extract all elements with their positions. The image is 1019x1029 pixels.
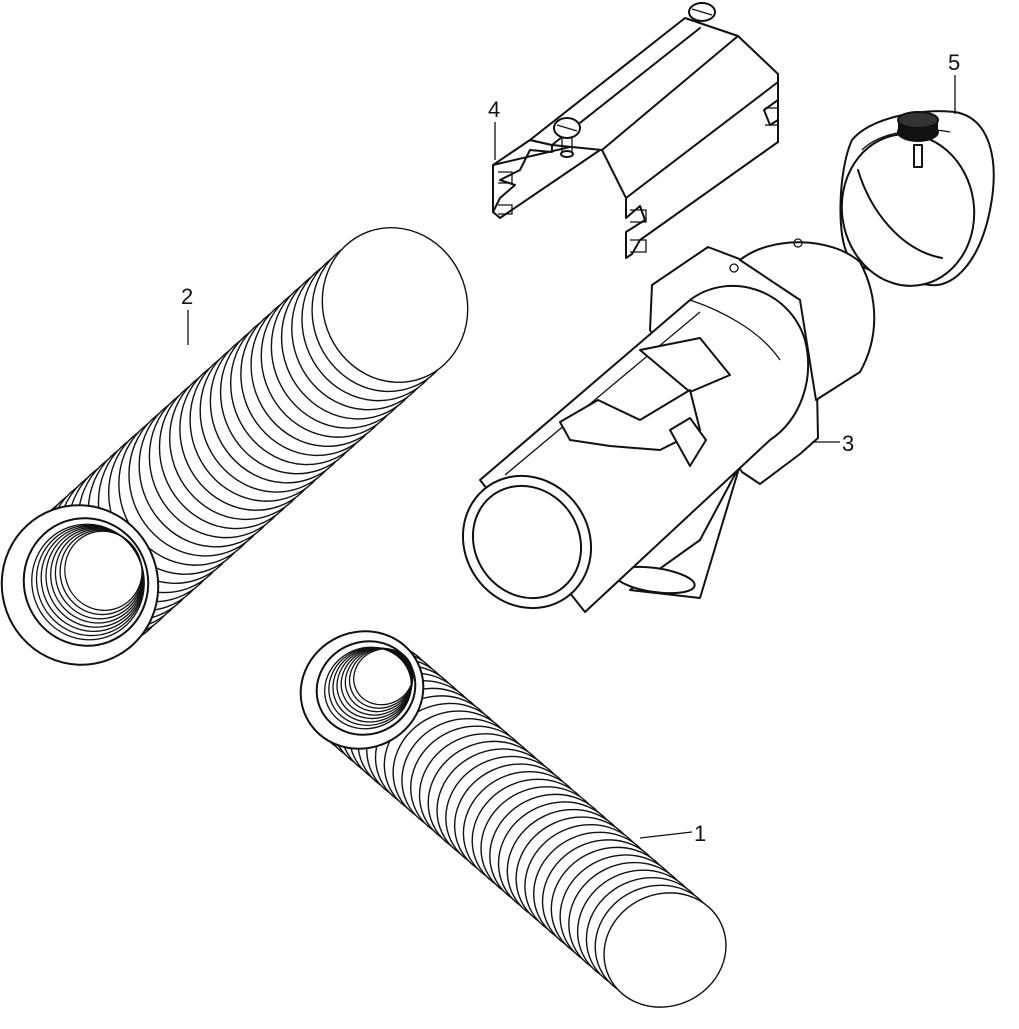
callout-label-3: 3 (842, 431, 854, 456)
hose-inner-rib (324, 646, 412, 730)
hose-inner-rib (353, 648, 414, 706)
hose-inner-rib (64, 530, 143, 612)
callout-3: 3 (812, 431, 854, 456)
callout-label-2: 2 (181, 284, 193, 309)
hose-rib (603, 892, 727, 1008)
callout-5: 5 (948, 50, 960, 114)
hose-inner-rib (332, 647, 413, 723)
part-1-small-flexible-hose (313, 642, 727, 1008)
callout-label-5: 5 (948, 50, 960, 75)
part-4-mounting-bracket (492, 2, 779, 259)
callout-label-4: 4 (488, 97, 500, 122)
callout-1: 1 (639, 821, 706, 846)
hose-inner-rib (348, 648, 414, 709)
callout-label-1: 1 (694, 821, 706, 846)
hose-inner-rib (336, 647, 413, 720)
screw-icon (553, 117, 581, 158)
hose-inner-rib (344, 647, 414, 713)
part-5-clamp-ring (839, 110, 995, 287)
part-2-large-flexible-hose (26, 226, 469, 649)
hose-inner-rib (328, 646, 413, 726)
hose-inner-rib (340, 647, 413, 716)
thumbscrew-knob-icon (897, 111, 939, 168)
callout-2: 2 (181, 284, 193, 345)
callout-4: 4 (488, 97, 500, 160)
part-3-hose-fitting (461, 238, 876, 613)
screw-icon (688, 2, 716, 22)
part-1-small-hose-front (299, 630, 425, 750)
hose-rib (321, 226, 469, 384)
part-2-large-hose-front (0, 504, 160, 666)
